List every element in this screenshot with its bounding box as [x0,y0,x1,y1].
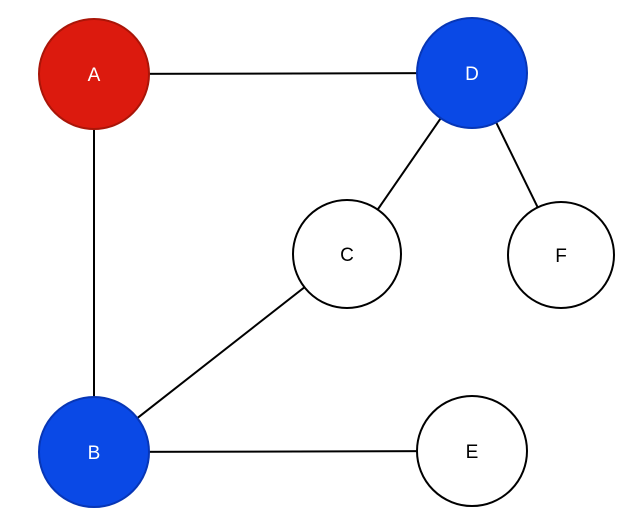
node-circle-E [416,395,528,507]
node-E: E [416,395,528,507]
node-circle-A [38,18,150,130]
node-C: C [292,199,402,309]
node-circle-B [38,396,150,508]
nodes-layer: A B CD EF [38,17,615,508]
node-circle-D [416,17,528,129]
node-circle-F [507,201,615,309]
node-A: A [38,18,150,130]
node-F: F [507,201,615,309]
node-D: D [416,17,528,129]
edge-B-E [93,450,473,453]
edge-A-D [93,72,473,75]
node-circle-C [292,199,402,309]
node-B: B [38,396,150,508]
